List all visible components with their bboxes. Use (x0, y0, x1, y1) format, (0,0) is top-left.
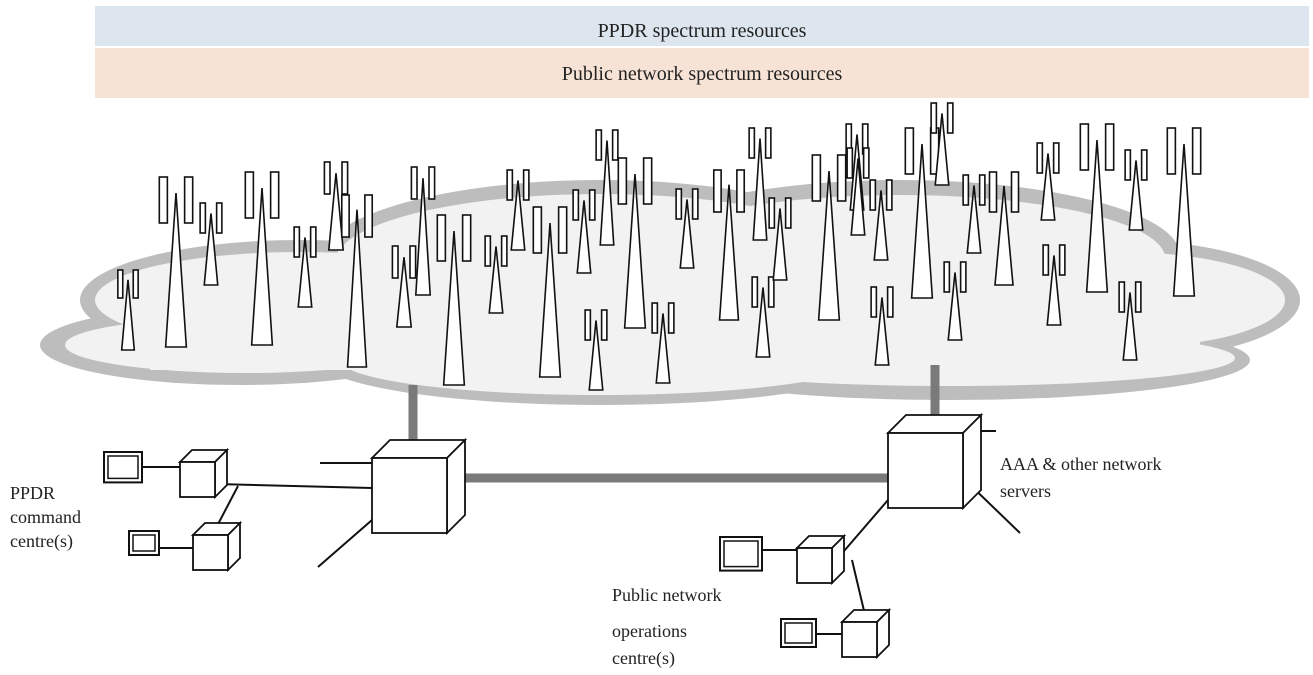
antenna-tower-icon (410, 166, 436, 296)
antenna-tower-icon (323, 161, 349, 251)
antenna-tower-icon (846, 147, 870, 236)
antenna-tower-icon (675, 188, 699, 269)
antenna-tower-icon (391, 245, 417, 328)
network-node-icon (885, 412, 984, 511)
ppdr-centre-label: PPDR command centre(s) (10, 483, 85, 552)
antenna-tower-icon (572, 189, 596, 274)
antenna-tower-icon (532, 206, 568, 378)
network-node-icon (794, 533, 847, 586)
antenna-tower-icon (943, 261, 967, 341)
antenna-tower-icon (617, 157, 653, 329)
antenna-tower-icon (506, 169, 530, 251)
antenna-field (117, 102, 1202, 391)
antenna-tower-icon (436, 214, 472, 386)
antenna-tower-icon (484, 235, 508, 314)
antenna-tower-icon (712, 169, 746, 321)
antenna-tower-icon (930, 102, 954, 186)
terminal-icon (780, 618, 817, 648)
antenna-tower-icon (158, 176, 194, 348)
antenna-tower-icon (1118, 281, 1142, 361)
antenna-tower-icon (811, 154, 847, 321)
ppdr-spectrum-band: PPDR spectrum resources (95, 6, 1309, 46)
antenna-tower-icon (584, 309, 608, 391)
antenna-tower-icon (751, 276, 775, 358)
antenna-tower-icon (1124, 149, 1148, 231)
terminal-icon (103, 451, 143, 484)
antenna-tower-icon (1079, 123, 1115, 293)
antenna-tower-icon (117, 269, 139, 351)
antenna-tower-icon (1036, 142, 1060, 221)
antenna-tower-icon (1042, 244, 1066, 326)
terminals (103, 451, 817, 648)
network-node-icon (190, 520, 243, 573)
terminal-icon (128, 530, 160, 556)
antenna-tower-icon (1166, 127, 1202, 297)
network-node-icon (369, 437, 468, 536)
aaa-servers-label: AAA & other network servers (1000, 454, 1166, 501)
network-node-icon (839, 607, 892, 660)
antenna-tower-icon (870, 286, 894, 366)
antenna-tower-icon (768, 197, 792, 281)
terminal-icon (719, 536, 763, 572)
antenna-tower-icon (651, 302, 675, 384)
public-spectrum-band: Public network spectrum resources (95, 48, 1309, 98)
antenna-tower-icon (869, 179, 893, 261)
network-nodes (177, 412, 984, 660)
antenna-tower-icon (293, 226, 317, 308)
backbone-links (408, 365, 940, 483)
antenna-tower-icon (988, 171, 1020, 286)
antenna-tower-icon (199, 202, 223, 286)
antenna-tower-icon (244, 171, 280, 346)
antenna-tower-icon (595, 129, 619, 246)
antenna-tower-icon (748, 127, 772, 241)
antenna-tower-icon (962, 174, 986, 254)
public-ops-label: Public network operations centre(s) (612, 585, 726, 669)
network-node-icon (177, 447, 230, 500)
antenna-tower-icon (340, 194, 374, 368)
